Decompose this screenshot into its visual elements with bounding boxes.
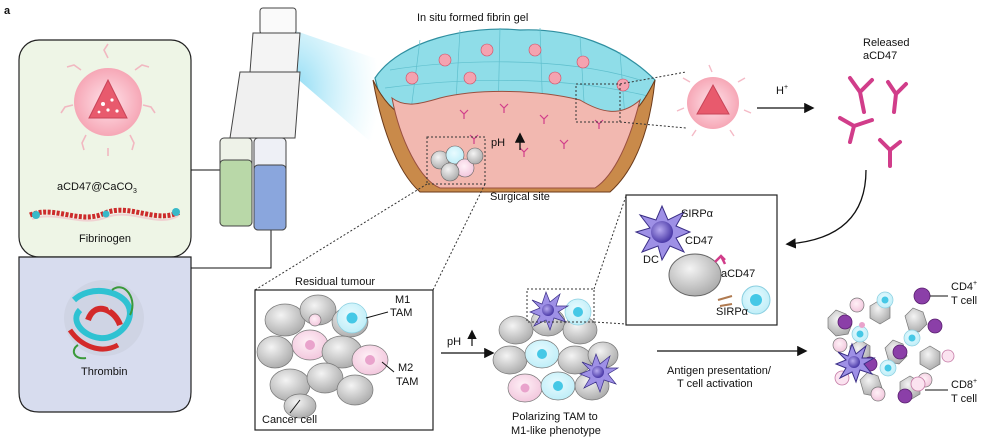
released-label-1: Released	[863, 37, 909, 49]
released-label-2: aCD47	[863, 50, 897, 62]
cd4-tcells	[837, 287, 943, 404]
fibrinogen-label: Fibrinogen	[79, 233, 131, 245]
cd8-label: CD8+	[951, 378, 977, 391]
cd4-tcell-label: T cell	[951, 295, 977, 307]
surgical-site-illustration	[372, 27, 656, 193]
m1-leader	[365, 311, 389, 319]
tumour-cells	[256, 294, 389, 419]
cd4-label: CD4+	[951, 280, 977, 293]
antigen-line2: T cell activation	[677, 378, 753, 390]
tumour-zoom-line-2	[432, 183, 486, 291]
tumour-m1-line1: M1	[395, 294, 410, 306]
ph-up-label: pH	[491, 137, 505, 149]
inset-cd47: CD47	[685, 235, 713, 247]
release-to-inset-arrow	[785, 169, 867, 249]
cancer-cell-inset-icon	[668, 253, 727, 297]
surgical-site-label: Surgical site	[490, 191, 550, 203]
panel-label: a	[4, 5, 11, 17]
polarizing-line1: Polarizing TAM to	[512, 411, 598, 423]
legend-box: aCD47@CaCO3 Fibrinogen Thrombin	[18, 39, 192, 413]
nanoparticle-icon	[60, 43, 156, 156]
thrombin-label: Thrombin	[81, 366, 127, 378]
gel-title: In situ formed fibrin gel	[417, 12, 528, 24]
cancer-cell-leader	[289, 399, 301, 414]
tumour-m1-line2: TAM	[390, 307, 412, 319]
m2-leader	[381, 361, 395, 373]
tumour-title: Residual tumour	[295, 276, 375, 288]
ph-arrow-label: pH	[447, 336, 461, 348]
tumour-m2-line2: TAM	[396, 376, 418, 388]
tumour-cancer-cell: Cancer cell	[262, 414, 317, 426]
legend-connector-bottom	[191, 228, 272, 269]
polarized-zoom-box	[526, 288, 595, 323]
dual-syringe	[219, 7, 380, 231]
cd8-tcell-label: T cell	[951, 393, 977, 405]
h-plus-label: H+	[776, 84, 788, 97]
thrombin-icon	[64, 280, 144, 360]
polarizing-line2: M1-like phenotype	[511, 425, 601, 437]
inset-dc: DC	[643, 254, 659, 266]
inset-sirpa-bottom: SIRPα	[716, 306, 749, 318]
inset-zoom-line-1	[593, 195, 627, 290]
nanoparticle-released-icon	[676, 64, 752, 137]
zoom-line-2	[619, 121, 687, 129]
fibrinogen-icon	[29, 207, 182, 222]
tumour-m2-line1: M2	[398, 362, 413, 374]
inset-zoom-line-2	[593, 321, 627, 325]
antigen-line1: Antigen presentation/	[667, 365, 772, 377]
zoom-line-1	[619, 71, 687, 85]
inset-acd47: aCD47	[721, 268, 755, 280]
m1-tam-inset-icon	[717, 285, 771, 315]
polarized-cluster	[492, 290, 620, 403]
dc-cell-icon	[634, 204, 692, 262]
released-antibody-icons	[838, 76, 908, 168]
dc-in-tcell-cluster	[834, 342, 876, 384]
nanoparticle-label: aCD47@CaCO3	[57, 181, 137, 195]
tumour-zoom-line-1	[254, 183, 428, 291]
inset-sirpa-top: SIRPα	[681, 208, 714, 220]
